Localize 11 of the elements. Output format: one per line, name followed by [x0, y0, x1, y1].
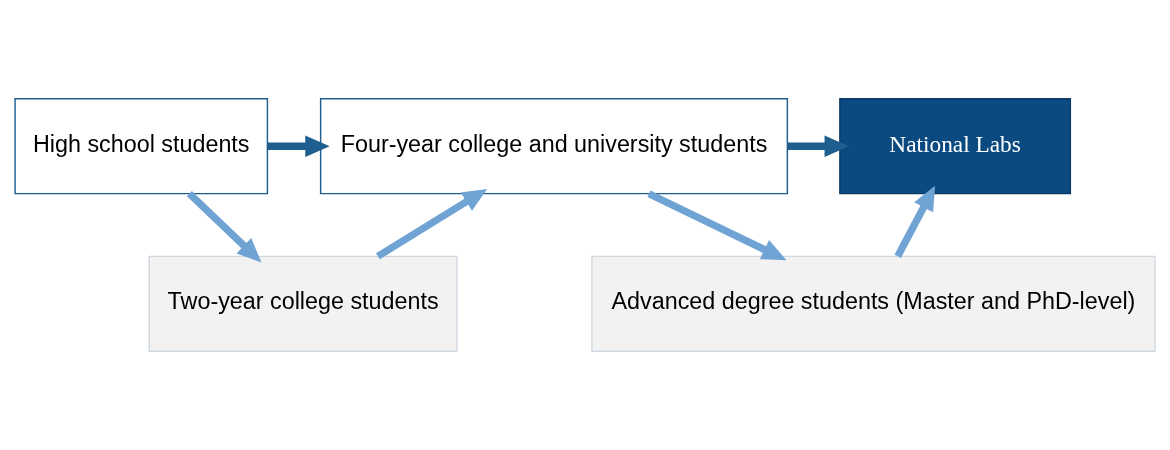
node-box: Four-year college and university students	[319, 98, 789, 195]
node-box: High school students	[14, 98, 269, 195]
node-box: Advanced degree students (Master and PhD-level)	[591, 255, 1156, 352]
arrow	[647, 190, 787, 261]
arrow	[186, 191, 262, 263]
node-box: Two-year college students	[148, 255, 458, 352]
arrow	[894, 185, 936, 258]
arrow	[267, 135, 330, 157]
arrow	[375, 188, 488, 260]
arrow	[787, 135, 849, 157]
node-box: National Labs	[839, 98, 1072, 195]
